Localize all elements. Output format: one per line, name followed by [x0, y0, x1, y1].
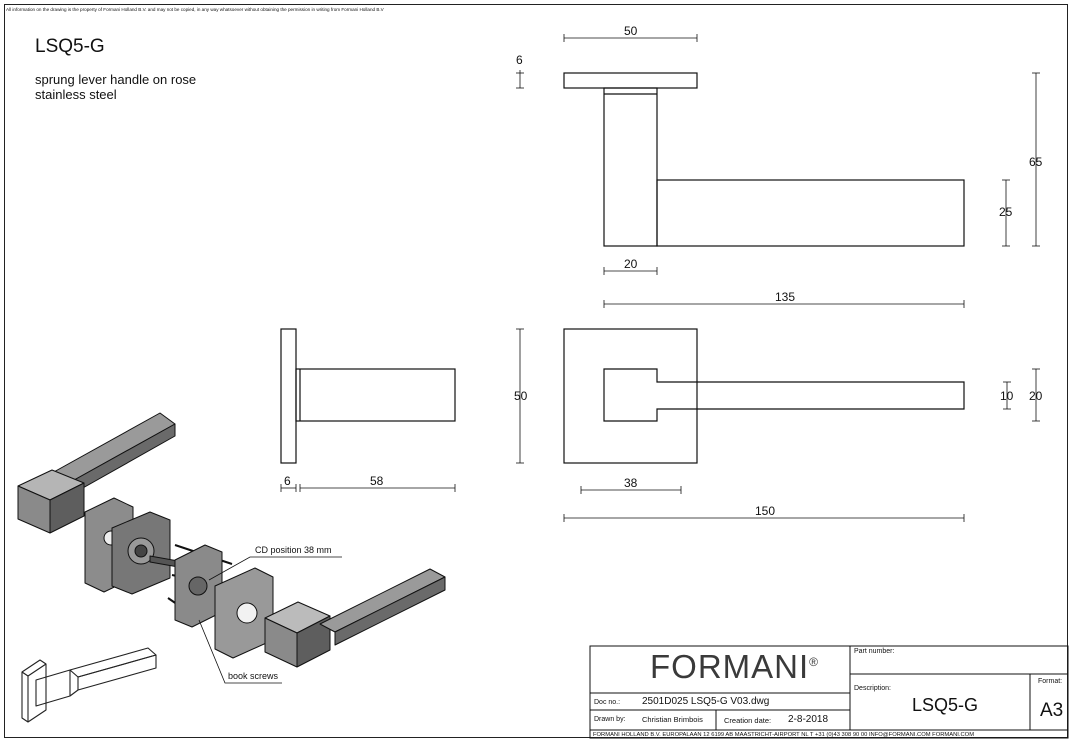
drawn-by-label: Drawn by: — [594, 716, 626, 723]
brand-name: FORMANI — [650, 648, 810, 685]
dim-lever-height: 25 — [999, 205, 1013, 219]
format-value: A3 — [1040, 700, 1064, 721]
product-material: stainless steel — [35, 87, 117, 102]
front-rose — [563, 328, 698, 464]
front-dimensions — [516, 328, 1040, 522]
brand-logo: FORMANI® — [650, 648, 819, 686]
dim-front-rose-size: 50 — [514, 389, 528, 403]
side-rose — [280, 328, 297, 464]
product-code: LSQ5-G — [35, 36, 105, 57]
side-dimensions — [280, 484, 456, 492]
dim-side-rose-thickness: 6 — [284, 474, 291, 488]
description-label: Description: — [854, 685, 891, 692]
dim-total-height: 65 — [1029, 155, 1043, 169]
dim-front-cd: 38 — [624, 476, 638, 490]
dim-neck-width: 20 — [624, 257, 638, 271]
side-lever — [295, 368, 456, 422]
thumbnail-view — [21, 647, 157, 723]
dim-side-projection: 58 — [370, 474, 384, 488]
description-value: LSQ5-G — [912, 695, 979, 715]
top-rose — [563, 72, 698, 89]
front-lever — [603, 368, 965, 422]
drawing-frame — [4, 4, 1068, 738]
part-number-label: Part number: — [854, 648, 895, 655]
top-view — [563, 72, 965, 247]
top-dimensions — [516, 34, 1040, 308]
format-label: Format: — [1038, 678, 1063, 685]
side-view — [280, 328, 456, 464]
dim-top-rose-thickness: 6 — [516, 53, 523, 67]
dim-front-lever-inner: 10 — [1000, 389, 1014, 403]
front-view — [563, 328, 965, 464]
registered-mark: ® — [809, 655, 820, 669]
doc-no-value: 2501D025 LSQ5-G V03.dwg — [642, 696, 770, 707]
creation-date-label: Creation date: — [724, 716, 772, 725]
dim-front-lever-outer: 20 — [1029, 389, 1043, 403]
copyright-notice: All information on the drawing is the pr… — [6, 7, 384, 12]
callout-cd-position: CD position 38 mm — [255, 545, 332, 555]
drawn-by-value: Christian Brimbois — [642, 715, 703, 724]
top-lever — [656, 179, 965, 247]
dim-top-rose-width: 50 — [624, 24, 638, 38]
dim-total-length: 135 — [775, 290, 795, 304]
product-description: sprung lever handle on rose — [35, 72, 197, 87]
callout-book-screws: book screws — [228, 671, 279, 681]
creation-date-value: 2-8-2018 — [788, 714, 829, 725]
callout-leaders — [198, 556, 342, 684]
title-block-footer: FORMANI HOLLAND B.V. EUROPALAAN 12 6199 … — [593, 732, 975, 738]
dim-front-total-length: 150 — [755, 504, 775, 518]
exploded-isometric-view — [17, 412, 446, 668]
top-neck — [603, 87, 658, 247]
title-block-grid — [589, 645, 1069, 739]
doc-no-label: Doc no.: — [594, 699, 621, 706]
